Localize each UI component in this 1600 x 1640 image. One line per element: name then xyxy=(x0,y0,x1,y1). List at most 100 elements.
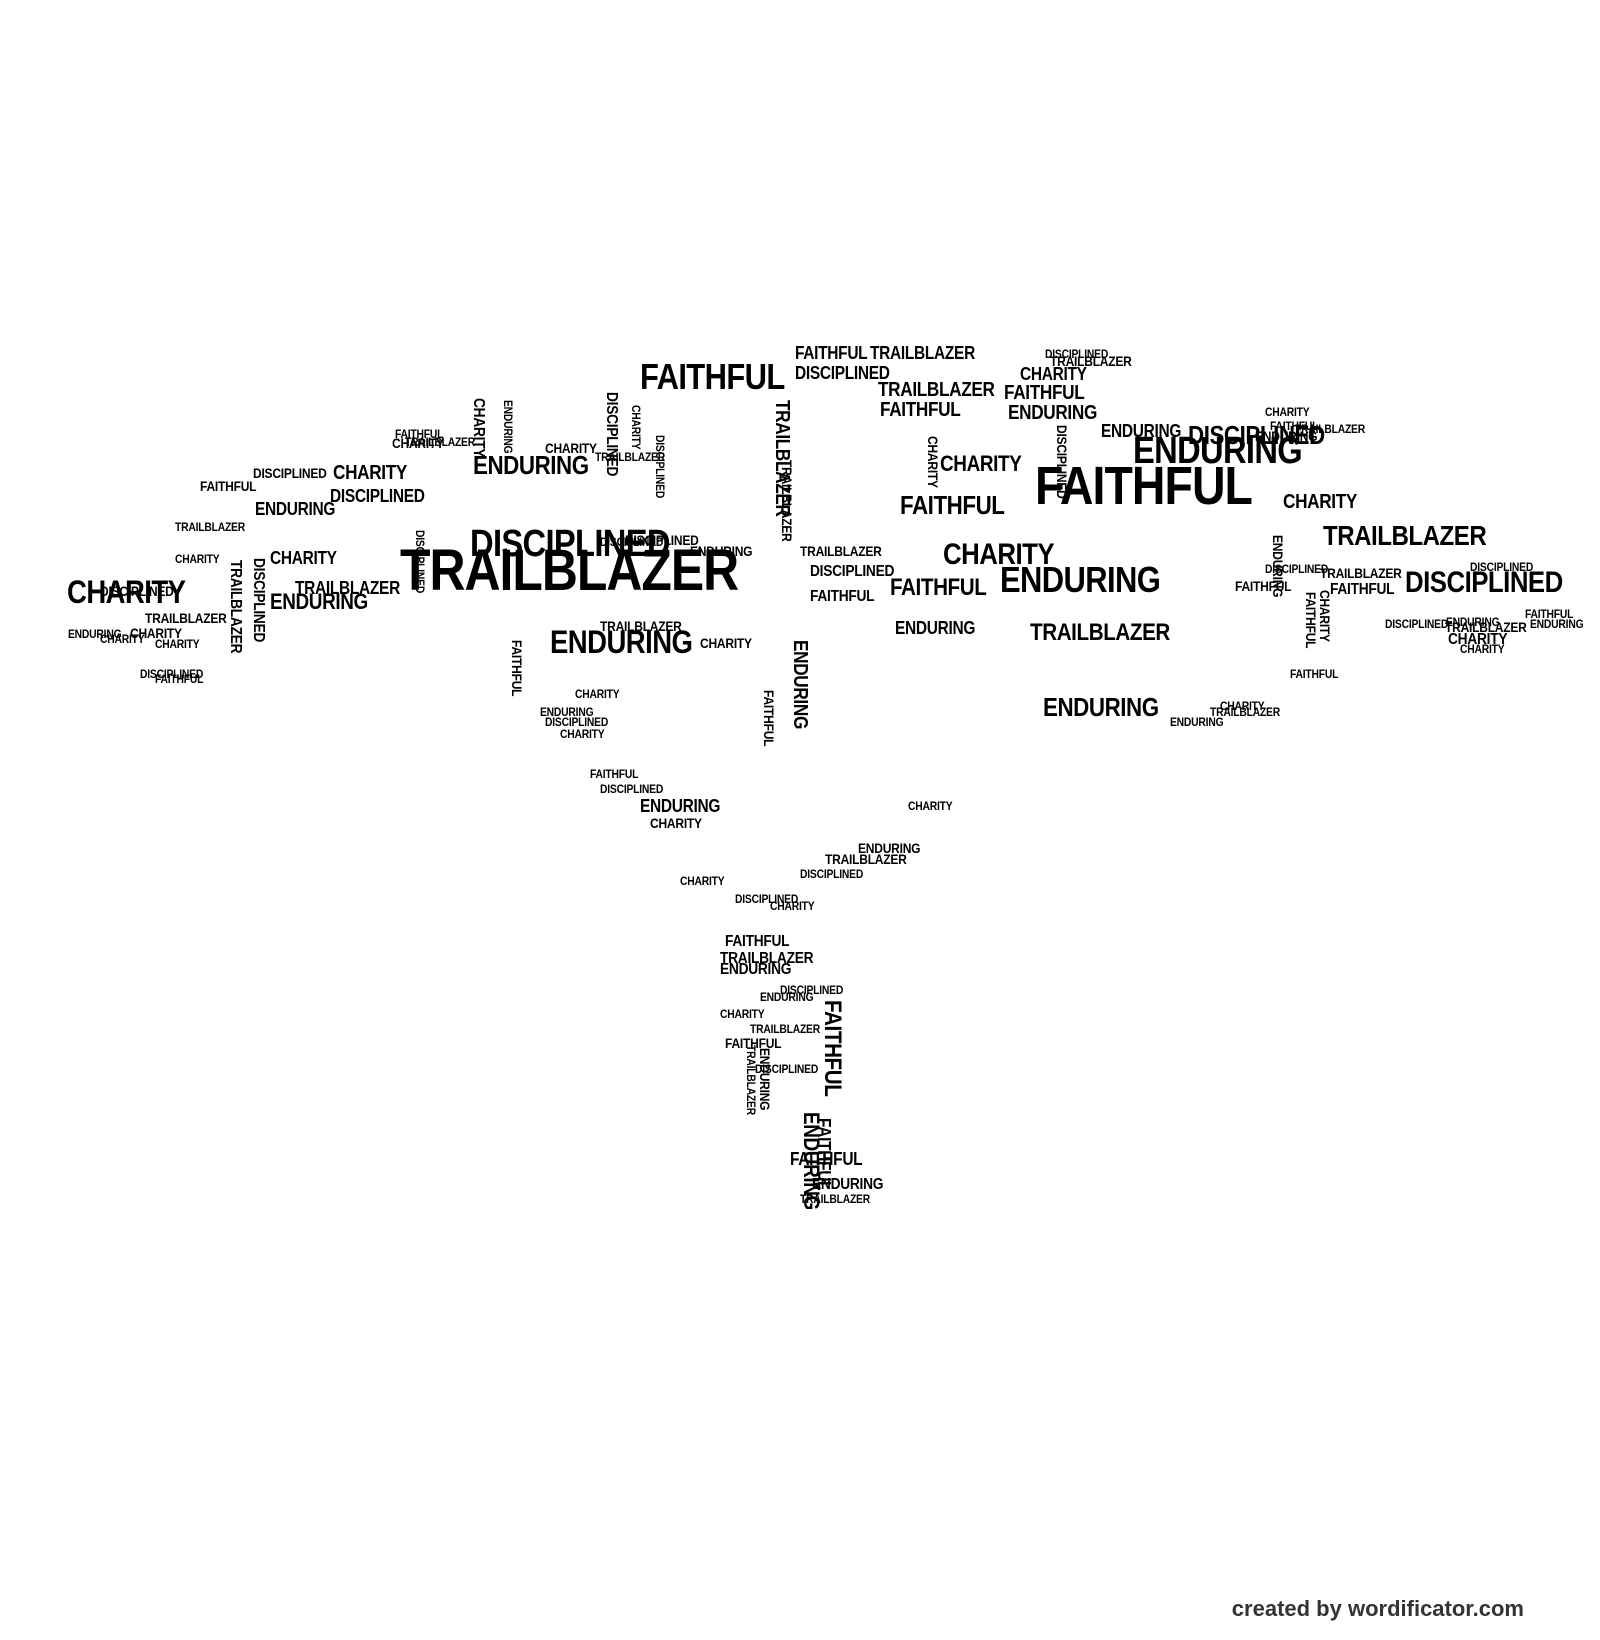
cloud-word: DISCIPLINED xyxy=(603,392,620,477)
cloud-word: DISCIPLINED xyxy=(653,435,667,499)
cloud-word: DISCIPLINED xyxy=(253,465,327,481)
cloud-word: ENDURING xyxy=(1133,430,1303,472)
cloud-word: DISCIPLINED xyxy=(780,983,844,997)
cloud-word: CHARITY xyxy=(155,637,200,651)
cloud-word: FAITHFUL xyxy=(155,672,204,686)
cloud-word: TRAILBLAZER xyxy=(1323,520,1487,551)
cloud-word: DISCIPLINED xyxy=(600,535,664,549)
cloud-word: CHARITY xyxy=(700,635,752,651)
cloud-word: DISCIPLINED xyxy=(1045,347,1109,361)
cloud-word: FAITHFUL xyxy=(819,1000,846,1097)
cloud-word: DISCIPLINED xyxy=(1405,566,1563,599)
cloud-word: CHARITY xyxy=(130,625,182,641)
cloud-word: FAITHFUL xyxy=(509,640,525,697)
cloud-word: ENDURING xyxy=(1170,715,1224,729)
cloud-word: TRAILBLAZER xyxy=(595,450,665,464)
cloud-word: TRAILBLAZER xyxy=(145,610,227,626)
cloud-word: CHARITY xyxy=(392,435,444,451)
cloud-word: DISCIPLINED xyxy=(600,782,664,796)
cloud-word: TRAILBLAZER xyxy=(405,435,475,449)
cloud-word: ENDURING xyxy=(270,589,368,614)
cloud-word: TRAILBLAZER xyxy=(400,538,739,603)
cloud-word: FAITHFUL xyxy=(795,343,868,363)
cloud-word: CHARITY xyxy=(545,440,597,456)
cloud-word: ENDURING xyxy=(1043,692,1159,722)
cloud-word: CHARITY xyxy=(925,436,941,488)
cloud-word: TRAILBLAZER xyxy=(878,379,995,401)
cloud-word: CHARITY xyxy=(770,899,815,913)
cloud-word: FAITHFUL xyxy=(1303,592,1319,649)
cloud-word: ENDURING xyxy=(255,499,336,519)
cloud-word: TRAILBLAZER xyxy=(800,543,882,559)
cloud-word: CHARITY xyxy=(650,815,702,831)
cloud-word: DISCIPLINED xyxy=(735,892,799,906)
cloud-word: FAITHFUL xyxy=(880,399,961,421)
cloud-word: FAITHFUL xyxy=(790,1149,863,1169)
cloud-word: CHARITY xyxy=(908,799,953,813)
cloud-word: DISCIPLINED xyxy=(1385,617,1449,631)
cloud-word: CHARITY xyxy=(575,687,620,701)
cloud-word: FAITHFUL xyxy=(810,588,875,605)
cloud-word: DISCIPLINED xyxy=(625,532,699,548)
cloud-word: DISCIPLINED xyxy=(470,523,670,565)
cloud-word: ENDURING xyxy=(757,1048,773,1111)
cloud-word: FAITHFUL xyxy=(1270,419,1319,433)
cloud-word: ENDURING xyxy=(1101,421,1182,441)
cloud-word: CHARITY xyxy=(100,632,145,646)
cloud-word: DISCIPLINED xyxy=(140,667,204,681)
cloud-word: DISCIPLINED xyxy=(100,583,174,599)
cloud-word: CHARITY xyxy=(1448,631,1508,648)
cloud-word: DISCIPLINED xyxy=(250,558,267,643)
cloud-word: FAITHFUL xyxy=(900,490,1005,520)
cloud-word: TRAILBLAZER xyxy=(1050,353,1132,369)
cloud-word: TRAILBLAZER xyxy=(175,520,245,534)
cloud-word: TRAILBLAZER xyxy=(1210,705,1280,719)
cloud-word: ENDURING xyxy=(640,796,721,816)
cloud-word: CHARITY xyxy=(1283,491,1358,513)
cloud-word: FAITHFUL xyxy=(200,478,257,494)
cloud-word: ENDURING xyxy=(760,990,814,1004)
cloud-word: TRAILBLAZER xyxy=(779,460,795,542)
cloud-word: DISCIPLINED xyxy=(755,1062,819,1076)
cloud-word: ENDURING xyxy=(1270,535,1286,598)
cloud-word: ENDURING xyxy=(68,627,122,641)
cloud-word: TRAILBLAZER xyxy=(800,1192,870,1206)
cloud-word: ENDURING xyxy=(1530,617,1584,631)
cloud-word: DISCIPLINED xyxy=(800,867,864,881)
cloud-word: DISCIPLINED xyxy=(545,715,609,729)
cloud-word: FAITHFUL xyxy=(1235,578,1292,594)
cloud-word: ENDURING xyxy=(473,450,589,480)
cloud-word: TRAILBLAZER xyxy=(227,560,244,654)
cloud-word: TRAILBLAZER xyxy=(1445,619,1527,635)
cloud-word: CHARITY xyxy=(175,552,220,566)
cloud-word: FAITHFUL xyxy=(1004,382,1085,404)
cloud-word: CHARITY xyxy=(720,1007,765,1021)
cloud-word: CHARITY xyxy=(560,727,605,741)
cloud-word: TRAILBLAZER xyxy=(1320,565,1402,581)
cloud-word: DISCIPLINED xyxy=(1188,420,1325,450)
cloud-word: ENDURING xyxy=(501,400,515,454)
cloud-word: TRAILBLAZER xyxy=(600,618,682,634)
cloud-word: ENDURING xyxy=(812,1176,884,1193)
cloud-word: TRAILBLAZER xyxy=(750,1022,820,1036)
cloud-word: FAITHFUL xyxy=(890,574,987,601)
cloud-word: CHARITY xyxy=(1220,699,1265,713)
cloud-word: CHARITY xyxy=(1317,590,1333,642)
cloud-word: DISCIPLINED xyxy=(1470,560,1534,574)
cloud-word: DISCIPLINED xyxy=(1265,562,1329,576)
cloud-word: DISCIPLINED xyxy=(795,363,890,383)
cloud-word: ENDURING xyxy=(1000,559,1161,600)
cloud-word: ENDURING xyxy=(690,543,753,559)
cloud-word: ENDURING xyxy=(1008,402,1097,424)
cloud-word: ENDURING xyxy=(540,705,594,719)
cloud-word: FAITHFUL xyxy=(1525,607,1574,621)
cloud-word: CHARITY xyxy=(680,874,725,888)
credit-watermark[interactable]: created by wordificator.com xyxy=(1231,1596,1524,1621)
cloud-word: TRAILBLAZER xyxy=(1295,422,1365,436)
cloud-word: TRAILBLAZER xyxy=(295,578,400,598)
cloud-word: TRAILBLAZER xyxy=(870,343,975,363)
cloud-word: DISCIPLINED xyxy=(810,563,895,580)
cloud-word: FAITHFUL xyxy=(761,690,777,747)
cloud-word: FAITHFUL xyxy=(1035,456,1253,516)
